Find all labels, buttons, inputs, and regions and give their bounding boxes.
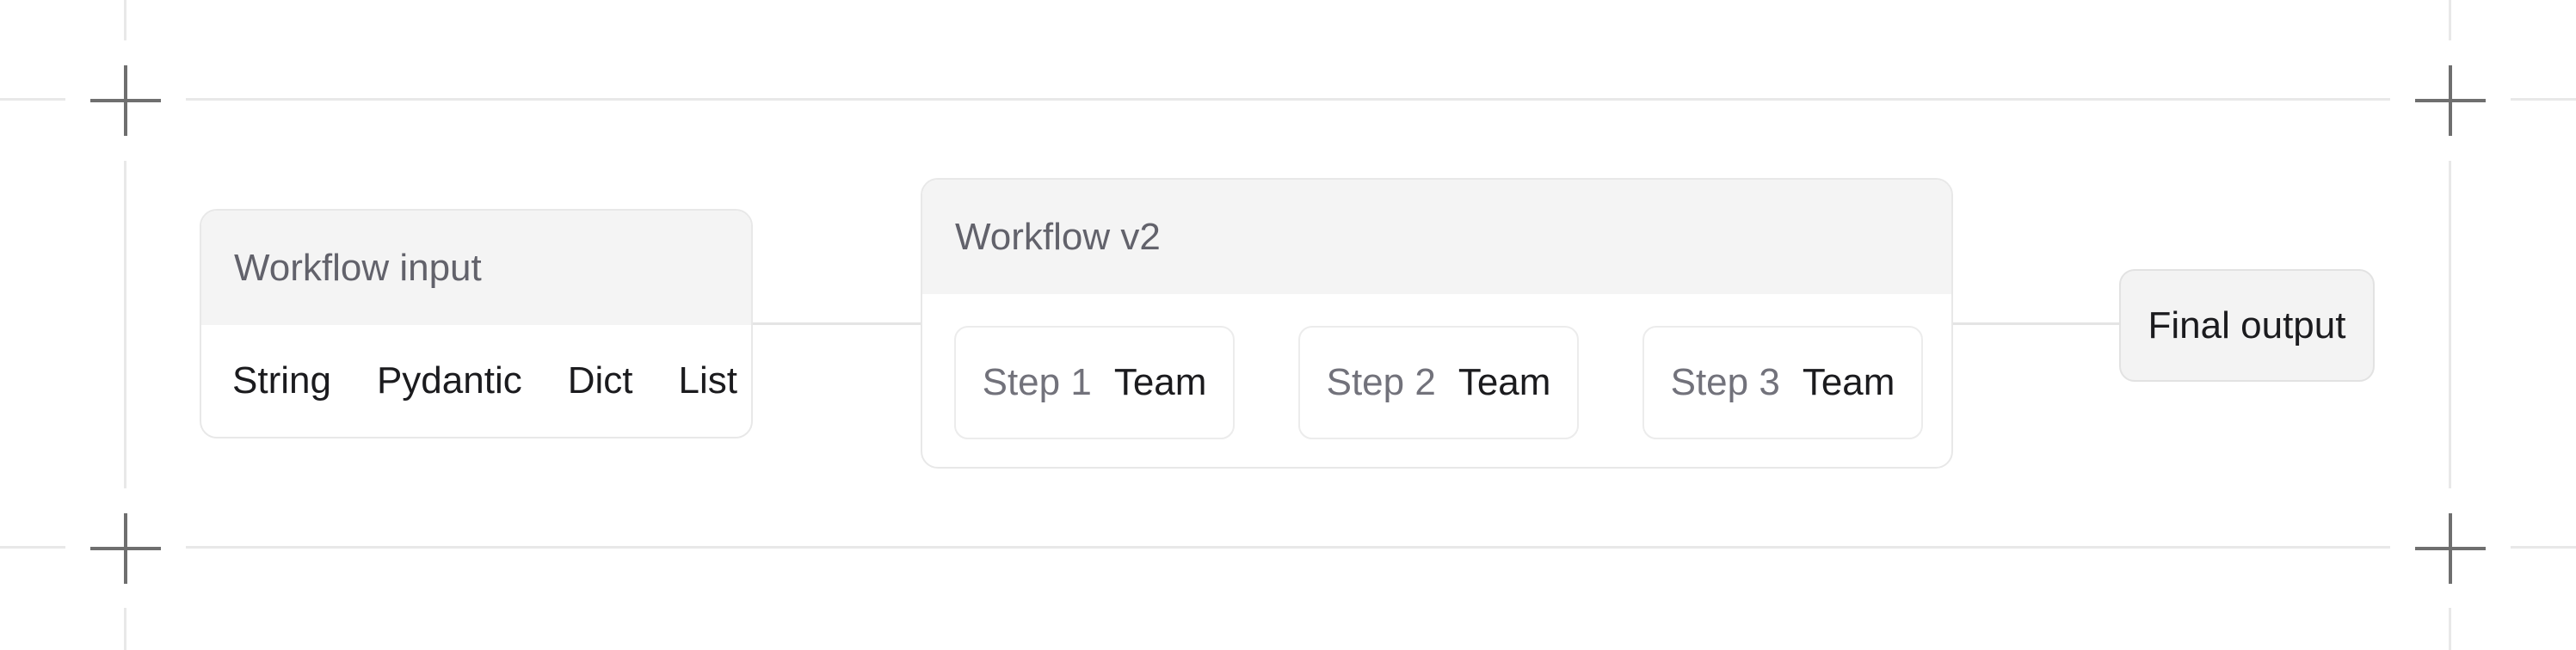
step-3-value: Team <box>1802 361 1895 403</box>
frame-guide-left-bottom-segment <box>124 608 126 650</box>
crosshair-vertical-stroke <box>2449 65 2452 136</box>
frame-guide-top-middle-segment <box>186 98 2390 101</box>
workflow-input-types-row: String Pydantic Dict List <box>201 325 751 437</box>
input-type-list: List <box>678 359 737 402</box>
frame-guide-bottom-right-segment <box>2511 546 2576 549</box>
workflow-v2-title: Workflow v2 <box>955 215 1161 258</box>
frame-guide-right-top-segment <box>2449 0 2451 40</box>
final-output-node[interactable]: Final output <box>2119 269 2375 382</box>
step-2-value: Team <box>1457 361 1551 403</box>
input-type-dict: Dict <box>567 359 633 402</box>
crop-mark-top-right-icon <box>2415 65 2486 136</box>
connector-workflow-to-output <box>1952 322 2120 325</box>
step-3-box[interactable]: Step 3 Team <box>1642 326 1923 439</box>
connector-input-to-workflow <box>752 322 921 325</box>
workflow-input-title: Workflow input <box>234 246 482 289</box>
frame-guide-left-middle-segment <box>124 161 126 488</box>
frame-guide-bottom-left-segment <box>0 546 65 549</box>
workflow-v2-steps-row: Step 1 Team Step 2 Team Step 3 Team <box>922 294 1951 439</box>
final-output-label: Final output <box>2148 304 2346 346</box>
crosshair-vertical-stroke <box>124 513 127 584</box>
frame-guide-top-left-segment <box>0 98 65 101</box>
frame-guide-top-right-segment <box>2511 98 2576 101</box>
frame-guide-right-middle-segment <box>2449 161 2451 488</box>
step-3-label: Step 3 <box>1670 361 1780 403</box>
frame-guide-left-top-segment <box>124 0 126 40</box>
step-2-box[interactable]: Step 2 Team <box>1298 326 1579 439</box>
step-1-box[interactable]: Step 1 Team <box>954 326 1235 439</box>
step-2-label: Step 2 <box>1326 361 1436 403</box>
input-type-pydantic: Pydantic <box>376 359 522 402</box>
step-1-value: Team <box>1113 361 1207 403</box>
crosshair-vertical-stroke <box>2449 513 2452 584</box>
workflow-v2-node[interactable]: Workflow v2 Step 1 Team Step 2 Team Step… <box>921 178 1953 469</box>
frame-guide-right-bottom-segment <box>2449 608 2451 650</box>
workflow-input-header: Workflow input <box>201 211 751 325</box>
input-type-string: String <box>232 359 331 402</box>
workflow-v2-header: Workflow v2 <box>922 180 1951 294</box>
step-1-label: Step 1 <box>982 361 1092 403</box>
crosshair-vertical-stroke <box>124 65 127 136</box>
crop-mark-top-left-icon <box>90 65 161 136</box>
crop-mark-bottom-right-icon <box>2415 513 2486 584</box>
crop-mark-bottom-left-icon <box>90 513 161 584</box>
frame-guide-bottom-middle-segment <box>186 546 2390 549</box>
workflow-input-node[interactable]: Workflow input String Pydantic Dict List <box>200 209 753 438</box>
